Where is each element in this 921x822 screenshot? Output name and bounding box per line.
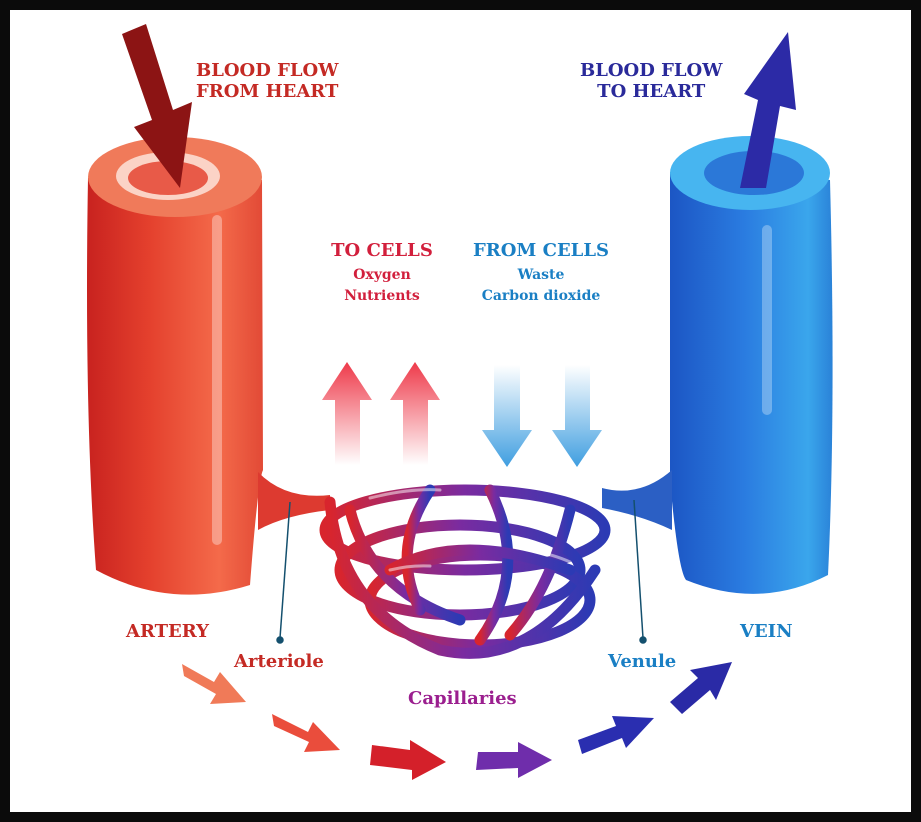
to-cells-title: TO CELLS	[331, 240, 433, 261]
vein-vessel	[670, 136, 833, 594]
label-blood-flow-to-heart: BLOOD FLOW TO HEART	[580, 60, 722, 102]
to-cells-item: Oxygen	[353, 267, 411, 284]
from-cells-arrow-left	[482, 365, 532, 467]
venule-vessel	[602, 470, 672, 530]
label-line: FROM HEART	[196, 81, 339, 103]
flow-arrow-6	[670, 662, 732, 714]
from-cells-group: FROM CELLS Waste Carbon dioxide	[466, 240, 616, 304]
label-line: TO HEART	[597, 81, 706, 103]
label-capillaries: Capillaries	[408, 688, 517, 709]
flow-arrow-1	[182, 664, 246, 704]
flow-arrow-5	[578, 716, 654, 754]
label-artery: ARTERY	[126, 621, 209, 642]
arrow-out-of-vein	[740, 32, 796, 188]
arrow-into-artery	[122, 24, 192, 188]
to-cells-arrow-right	[390, 362, 440, 465]
from-cells-arrow-right	[552, 365, 602, 467]
circulation-diagram	[87, 24, 833, 780]
from-cells-title: FROM CELLS	[473, 240, 609, 261]
to-cells-group: TO CELLS Oxygen Nutrients	[322, 240, 442, 304]
capillary-highlights	[368, 488, 572, 572]
label-venule: Venule	[608, 651, 677, 672]
label-line: BLOOD FLOW	[196, 60, 339, 81]
flow-arrow-2	[272, 714, 340, 752]
to-cells-item: Nutrients	[344, 287, 420, 304]
to-cells-arrow-left	[322, 362, 372, 465]
flow-arrow-3	[370, 740, 446, 780]
capillary-network	[319, 484, 611, 659]
from-cells-item: Waste	[517, 267, 565, 284]
label-blood-flow-from-heart: BLOOD FLOW FROM HEART	[196, 60, 338, 102]
label-arteriole: Arteriole	[234, 651, 324, 672]
label-vein: VEIN	[740, 621, 793, 642]
artery-vessel	[87, 137, 263, 595]
label-line: BLOOD FLOW	[580, 60, 723, 81]
flow-arrow-4	[476, 742, 552, 778]
arteriole-vessel	[258, 472, 330, 530]
flow-arrows	[182, 662, 732, 780]
diagram-frame: BLOOD FLOW FROM HEART BLOOD FLOW TO HEAR…	[10, 10, 911, 812]
from-cells-item: Carbon dioxide	[481, 287, 601, 304]
leader-lines	[276, 499, 647, 644]
